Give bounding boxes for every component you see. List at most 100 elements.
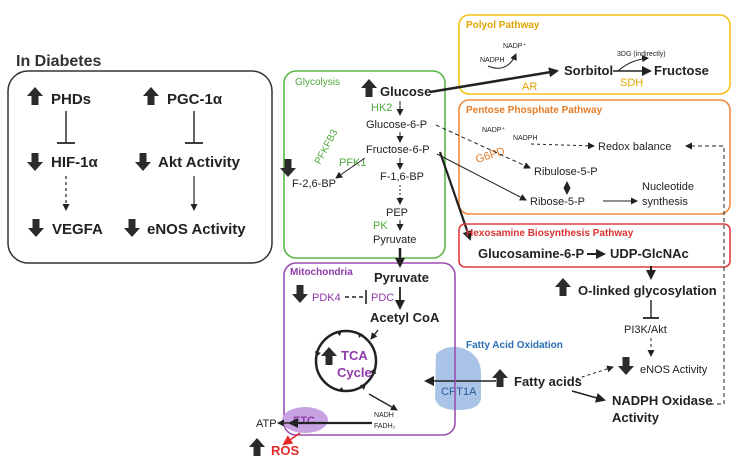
glucose-label: Glucose: [380, 84, 431, 99]
acetyl-coa-label: Acetyl CoA: [370, 310, 440, 325]
glycolysis-box: Glycolysis Glucose HK2 Glucose-6-P Fruct…: [280, 70, 446, 259]
arrow: [335, 157, 366, 179]
cycle-label: Cycle: [337, 365, 372, 380]
glucose-to-sorbitol-arrow: [429, 67, 559, 94]
synthesis-label: synthesis: [642, 196, 688, 208]
down-arrow-icon: [28, 219, 44, 237]
f16bp-label: F-1,6-BP: [380, 171, 424, 183]
fatty-acid-oxidation: Fatty Acid Oxidation CPT1A: [424, 340, 563, 410]
nadp-label: NADP⁺: [503, 43, 526, 50]
mitochondria-box: Mitochondria Pyruvate PDK4 PDC Acetyl Co…: [249, 248, 456, 458]
pgc-label: PGC-1α: [167, 91, 223, 108]
polyol-border: [458, 14, 731, 95]
tca-cycle-ring: [314, 329, 378, 393]
arrow: [571, 390, 606, 403]
tca-label: TCA: [341, 348, 368, 363]
down-arrow-icon: [292, 285, 308, 303]
r5p-label: Ribose-5-P: [530, 196, 585, 208]
downstream-signaling: O-linked glycosylation PI3K/Akt eNOS Act…: [492, 142, 725, 425]
hk2-label: HK2: [371, 102, 392, 114]
pdc-label: PDC: [371, 292, 394, 304]
ppp-box: Pentose Phosphate Pathway NADP⁺ NADPH Re…: [435, 99, 731, 215]
pdk4-label: PDK4: [312, 292, 341, 304]
fadh-label: FADH₂: [374, 423, 396, 430]
mito-title: Mitochondria: [290, 267, 353, 278]
sorbitol-label: Sorbitol: [564, 63, 613, 78]
nadph-label: NADPH: [480, 57, 505, 64]
hexosamine-title: Hexosamine Biosynthesis Pathway: [466, 228, 634, 239]
up-arrow-icon: [27, 87, 43, 105]
udp-label: UDP-GlcNAc: [610, 246, 689, 261]
f6p-to-r5p-arrow: [436, 153, 527, 201]
hexosamine-box: Hexosamine Biosynthesis Pathway Glucosam…: [458, 223, 731, 268]
cpt1a-label: CPT1A: [441, 386, 477, 398]
f26bp-label: F-2,6-BP: [292, 178, 336, 190]
atp-label: ATP: [256, 418, 277, 430]
nadh-label: NADH: [374, 412, 394, 419]
f6p-label: Fructose-6-P: [366, 144, 430, 156]
cofactor-arrow: [487, 53, 517, 69]
pfkfb3-label: PFKFB3: [313, 127, 341, 166]
hif-label: HIF-1α: [51, 154, 99, 171]
ppp-border: [458, 99, 731, 215]
3dg-label: 3DG (indirectly): [617, 51, 666, 58]
arrow: [370, 329, 379, 340]
sdh-label: SDH: [620, 77, 643, 89]
mito-border: [283, 262, 456, 436]
down-arrow-icon: [27, 153, 43, 171]
ppp-title: Pentose Phosphate Pathway: [466, 105, 603, 116]
arrow: [617, 55, 649, 72]
fatty-oxidation-title: Fatty Acid Oxidation: [466, 340, 563, 351]
dashed-arrow: [575, 365, 614, 380]
diabetes-title: In Diabetes: [16, 53, 101, 70]
down-arrow-icon: [618, 357, 634, 375]
glycolysis-title: Glycolysis: [295, 77, 340, 88]
polyol-box: Polyol Pathway NADPH NADP⁺ AR Sorbitol 3…: [458, 14, 731, 95]
mito-pyruvate-label: Pyruvate: [374, 270, 429, 285]
nucleotide-label: Nucleotide: [642, 181, 694, 193]
down-arrow-icon: [280, 159, 296, 177]
up-arrow-icon: [361, 79, 377, 97]
diabetes-box: [7, 70, 273, 264]
akt-label: Akt Activity: [158, 154, 241, 171]
vegfa-label: VEGFA: [52, 221, 103, 238]
up-arrow-icon: [143, 87, 159, 105]
up-arrow-icon: [249, 438, 265, 456]
glucosamine-label: Glucosamine-6-P: [478, 246, 585, 261]
up-arrow-icon: [492, 369, 508, 387]
dashed-arrow: [530, 142, 595, 150]
down-arrow-icon: [135, 153, 151, 171]
redox-label: Redox balance: [598, 141, 671, 153]
ros-label: ROS: [271, 443, 300, 458]
down-arrow-icon: [124, 219, 140, 237]
nadph-oxidase-activity-label: Activity: [612, 410, 660, 425]
nadph-oxidase-label: NADPH Oxidase: [612, 393, 712, 408]
polyol-title: Polyol Pathway: [466, 20, 540, 31]
pfk1-label: PFK1: [339, 157, 367, 169]
ros-arrow: [282, 432, 301, 446]
nadph-label: NADPH: [513, 135, 538, 142]
enos-activity-label: eNOS Activity: [640, 364, 708, 376]
dashed-arrow: [435, 124, 531, 169]
pyruvate-label: Pyruvate: [373, 234, 416, 246]
oglyc-label: O-linked glycosylation: [578, 283, 717, 298]
hexosamine-border: [458, 223, 731, 268]
g6p-label: Glucose-6-P: [366, 119, 427, 131]
nadp-label: NADP⁺: [482, 127, 505, 134]
etc-label: ETC: [293, 415, 315, 427]
pk-label: PK: [373, 220, 388, 232]
diabetes-panel: In Diabetes PHDs HIF-1α VEGFA PGC-1α Akt…: [7, 53, 273, 264]
fructose-label: Fructose: [654, 63, 709, 78]
ar-label: AR: [522, 81, 537, 93]
enos-label: eNOS Activity: [147, 221, 246, 238]
pep-label: PEP: [386, 207, 408, 219]
phds-label: PHDs: [51, 91, 91, 108]
pi3k-label: PI3K/Akt: [624, 324, 667, 336]
arrow: [368, 393, 398, 411]
fatty-acids-label: Fatty acids: [514, 374, 582, 389]
cpt1a-shape: [435, 346, 481, 410]
up-arrow-icon: [555, 278, 571, 296]
feedback-dashed-arrow: [685, 142, 725, 405]
